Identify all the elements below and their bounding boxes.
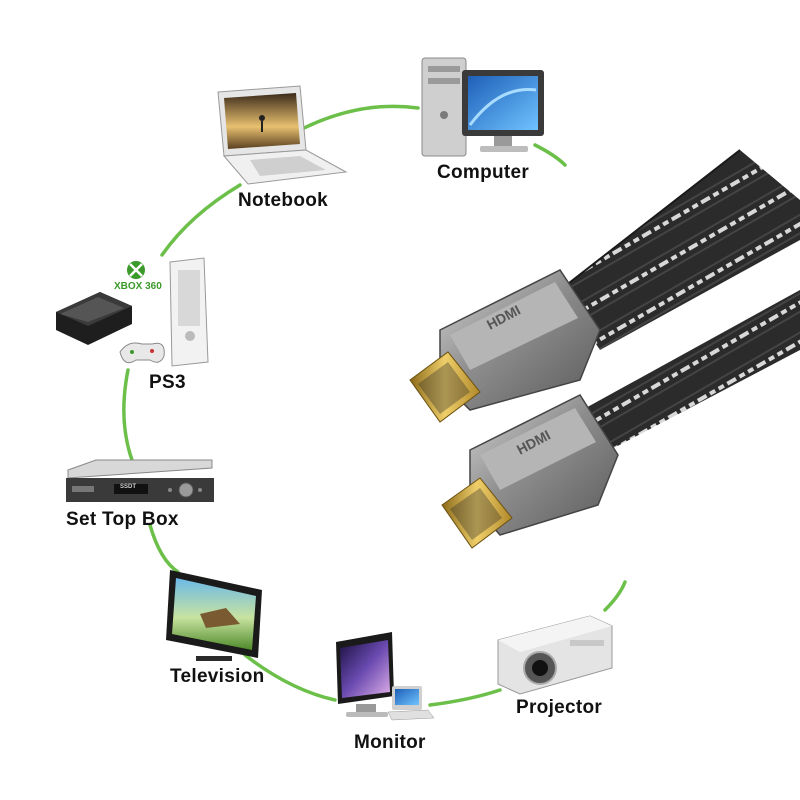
monitor-icon	[336, 632, 435, 721]
hdmi-connector-lower: HDMI	[441, 394, 619, 549]
television-icon	[166, 570, 262, 661]
computer-label: Computer	[437, 162, 530, 183]
xbox-360-badge: XBOX 360	[114, 281, 162, 292]
hdmi-cable-upper	[559, 149, 800, 350]
xbox-360-icon	[127, 257, 209, 367]
hdmi-connector-upper: HDMI	[409, 269, 601, 423]
connection-lines	[122, 104, 627, 707]
television-label: Television	[170, 666, 265, 687]
hdmi-cable-lower	[582, 290, 800, 450]
computer-icon	[421, 57, 544, 157]
ps3-console-icon	[56, 292, 132, 345]
set-top-box-brand: SSDT	[120, 484, 137, 490]
ps3-label: PS3	[149, 372, 186, 393]
projector-label: Projector	[516, 697, 603, 718]
projector-icon	[497, 615, 613, 695]
set-top-box-icon	[66, 459, 214, 502]
monitor-label: Monitor	[354, 732, 426, 753]
notebook-icon	[217, 85, 348, 185]
controller-icon	[119, 342, 165, 364]
notebook-label: Notebook	[238, 190, 329, 211]
set-top-box-label: Set Top Box	[66, 509, 179, 530]
